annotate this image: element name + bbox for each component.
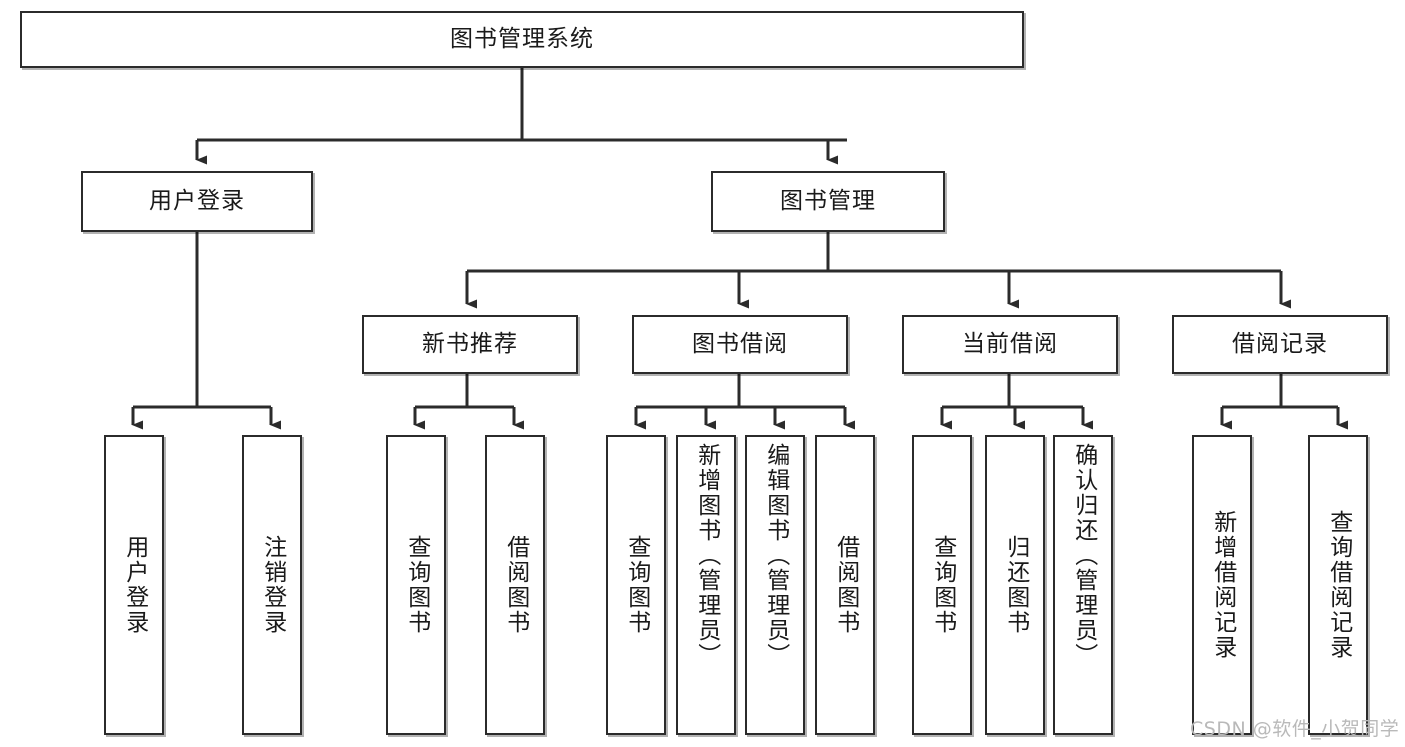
leaf-node-borrow-book[interactable]: 借阅图书	[815, 435, 875, 735]
node-label: 图书管理系统	[450, 26, 594, 53]
edges-current-borrow-to-leaves	[940, 374, 1093, 430]
leaf-node-add-book-admin[interactable]: 新增图书（管理员）	[676, 435, 736, 735]
node-label: 查询图书	[403, 535, 430, 635]
node-book-management[interactable]: 图书管理	[711, 171, 945, 232]
node-label: 新书推荐	[422, 331, 518, 358]
node-label: 确认归还（管理员）	[1070, 443, 1097, 668]
leaf-node-confirm-return-admin[interactable]: 确认归还（管理员）	[1053, 435, 1113, 735]
node-label: 图书借阅	[692, 331, 788, 358]
node-label: 查询图书	[929, 535, 956, 635]
leaf-node-query-book-current[interactable]: 查询图书	[912, 435, 972, 735]
edges-borrow-record-to-leaves	[1220, 374, 1348, 430]
leaf-node-logout[interactable]: 注销登录	[242, 435, 302, 735]
leaf-node-return-book[interactable]: 归还图书	[985, 435, 1045, 735]
node-borrow-record[interactable]: 借阅记录	[1172, 315, 1388, 374]
node-label: 注销登录	[259, 535, 286, 635]
node-new-book-recommend[interactable]: 新书推荐	[362, 315, 578, 374]
leaf-node-add-borrow-record[interactable]: 新增借阅记录	[1192, 435, 1252, 735]
node-book-borrow[interactable]: 图书借阅	[632, 315, 848, 374]
leaf-node-query-book-recommend[interactable]: 查询图书	[386, 435, 446, 735]
csdn-watermark: CSDN @软件_小贺同学	[1190, 718, 1400, 740]
node-current-borrow[interactable]: 当前借阅	[902, 315, 1118, 374]
node-label: 查询图书	[623, 535, 650, 635]
node-user-login[interactable]: 用户登录	[81, 171, 313, 232]
node-label: 借阅图书	[502, 535, 529, 635]
leaf-node-query-borrow-record[interactable]: 查询借阅记录	[1308, 435, 1368, 735]
node-label: 编辑图书（管理员）	[762, 443, 789, 668]
leaf-node-query-book-borrow[interactable]: 查询图书	[606, 435, 666, 735]
leaf-node-user-login[interactable]: 用户登录	[104, 435, 164, 735]
edges-root-to-level2	[195, 68, 847, 165]
edges-book-borrow-to-leaves	[634, 374, 855, 430]
edges-new-book-recommend-to-leaves	[413, 374, 524, 430]
node-label: 新增图书（管理员）	[693, 443, 720, 668]
node-label: 用户登录	[121, 535, 148, 635]
leaf-node-borrow-book-recommend[interactable]: 借阅图书	[485, 435, 545, 735]
node-label: 用户登录	[149, 188, 245, 215]
node-label: 借阅图书	[832, 535, 859, 635]
edges-level2-to-level3	[465, 232, 1291, 309]
node-label: 新增借阅记录	[1209, 510, 1236, 660]
node-label: 归还图书	[1002, 535, 1029, 635]
node-label: 当前借阅	[962, 331, 1058, 358]
node-label: 查询借阅记录	[1325, 510, 1352, 660]
node-root-book-management-system[interactable]: 图书管理系统	[20, 11, 1024, 68]
edges-user-login-to-leaves	[131, 232, 281, 430]
node-label: 借阅记录	[1232, 331, 1328, 358]
node-label: 图书管理	[780, 188, 876, 215]
leaf-node-edit-book-admin[interactable]: 编辑图书（管理员）	[745, 435, 805, 735]
